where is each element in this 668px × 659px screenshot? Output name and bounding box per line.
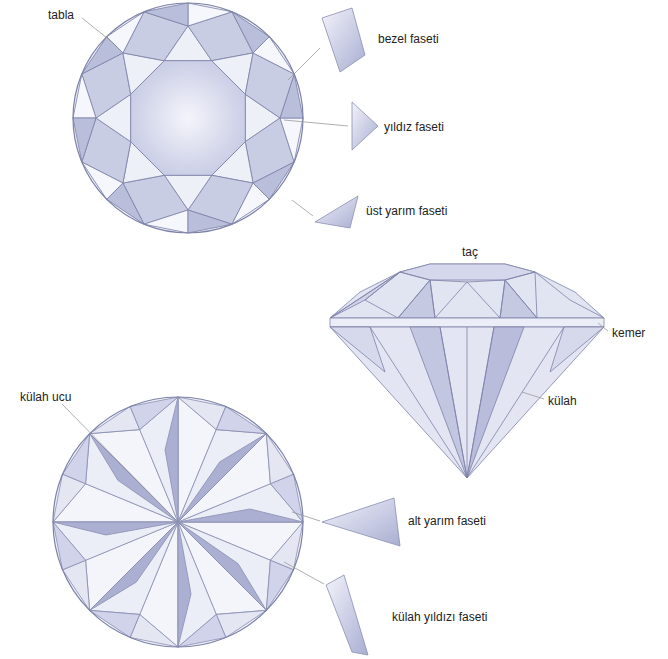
diamond-side-view (330, 264, 604, 478)
facet-label: üst yarım faseti (366, 204, 447, 218)
lower-half-facet-icon (322, 498, 400, 546)
crown-facets (73, 53, 131, 162)
facet-label: taç (462, 245, 478, 259)
leader-lines (62, 18, 608, 584)
star-facet-icon (352, 102, 378, 150)
crown-facets (144, 3, 253, 61)
facet-label: külah ucu (20, 390, 71, 404)
pavilion-bottom-view (53, 397, 303, 647)
facet-label: tabla (48, 8, 74, 22)
facet-label: bezel faseti (378, 32, 439, 46)
facet-label: külah yıldızı faseti (392, 610, 487, 624)
pavilion-main-facet-icon (326, 575, 368, 655)
facet-label: kemer (612, 326, 645, 340)
upper-half-facet-icon (315, 196, 358, 228)
facet-label: külah (548, 394, 577, 408)
pavilion-facets (144, 400, 300, 556)
crown-top-view (61, 0, 316, 245)
crown-facets (123, 175, 232, 233)
facet-label: alt yarım faseti (408, 514, 486, 528)
facet-label: yıldız faseti (384, 120, 444, 134)
bezel-facet-icon (322, 8, 365, 72)
table-facet (131, 61, 246, 176)
